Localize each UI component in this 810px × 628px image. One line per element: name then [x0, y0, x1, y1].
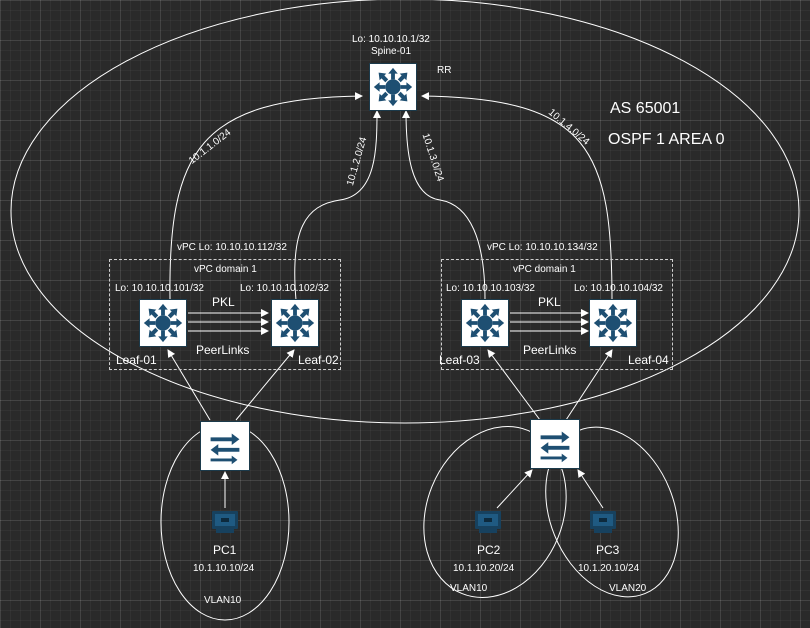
pc3-name-label: PC3 [596, 543, 620, 557]
peerlinks-label-1: PeerLinks [196, 343, 250, 357]
link-pc3-sw2 [577, 469, 604, 509]
leaf-02-loopback-label: Lo: 10.10.10.102/32 [240, 283, 329, 294]
leaf-02-name-label: Leaf-02 [298, 353, 339, 367]
pc1-vlan-label: VLAN10 [204, 595, 242, 606]
pc1-computer-icon[interactable] [212, 511, 238, 533]
link-leaf04-spine [421, 92, 613, 301]
link-sw1-leaf01 [167, 349, 211, 421]
leaf-03-name-label: Leaf-03 [439, 353, 480, 367]
pkl-label-1: PKL [212, 295, 235, 309]
pc2-vlan-label: VLAN10 [450, 583, 488, 594]
link-leaf02-spine [294, 110, 381, 301]
vpc-domain-box-2 [441, 259, 673, 370]
peerlinks-label-2: PeerLinks [523, 343, 577, 357]
pkl-label-2: PKL [538, 295, 561, 309]
leaf-01-name-label: Leaf-01 [116, 353, 157, 367]
vpc-loopback-label-2: vPC Lo: 10.10.10.134/32 [487, 242, 598, 253]
access-switch-2-icon[interactable] [530, 419, 580, 469]
pc2-ip-label: 10.1.10.20/24 [453, 563, 515, 574]
link-sw1-leaf02 [235, 349, 295, 421]
vpc-domain-title-1: vPC domain 1 [194, 264, 257, 275]
leaf-01-loopback-label: Lo: 10.10.10.101/32 [115, 283, 204, 294]
link-pc2-sw2 [496, 469, 533, 509]
pc3-computer-icon[interactable] [590, 511, 616, 533]
pc3-vlan-label: VLAN20 [609, 583, 647, 594]
pc1-ip-label: 10.1.10.10/24 [193, 563, 255, 574]
link-leaf03-spine [402, 110, 486, 301]
pc3-ip-label: 10.1.20.10/24 [578, 563, 640, 574]
leaf-01-switch-icon[interactable] [139, 299, 187, 347]
spine-01-switch-icon[interactable] [369, 63, 417, 111]
link-leaf01-spine [169, 92, 363, 301]
vpc-domain-title-2: vPC domain 1 [513, 264, 576, 275]
leaf-04-loopback-label: Lo: 10.10.10.104/32 [574, 283, 663, 294]
leaf-02-switch-icon[interactable] [271, 299, 319, 347]
pc1-name-label: PC1 [213, 543, 237, 557]
leaf-03-loopback-label: Lo: 10.10.10.103/32 [446, 283, 535, 294]
as-number-label: AS 65001 [610, 100, 681, 117]
spine-loopback-label: Lo: 10.10.10.1/32 [352, 34, 430, 45]
link-sw2-leaf03 [487, 349, 541, 421]
vpc-domain-box-1 [109, 259, 341, 370]
pc2-name-label: PC2 [477, 543, 501, 557]
ospf-area-label: OSPF 1 AREA 0 [608, 131, 725, 148]
leaf-03-switch-icon[interactable] [461, 299, 509, 347]
vlan10-right-ellipse [423, 426, 567, 598]
pc2-computer-icon[interactable] [475, 511, 501, 533]
vpc-loopback-label-1: vPC Lo: 10.10.10.112/32 [177, 242, 287, 253]
link-sw2-leaf04 [565, 349, 613, 421]
route-reflector-label: RR [437, 65, 452, 76]
spine-name-label: Spine-01 [371, 46, 412, 57]
access-switch-1-icon[interactable] [200, 421, 250, 471]
leaf-04-switch-icon[interactable] [589, 299, 637, 347]
leaf-04-name-label: Leaf-04 [628, 353, 669, 367]
fabric-ellipse [10, 0, 800, 424]
